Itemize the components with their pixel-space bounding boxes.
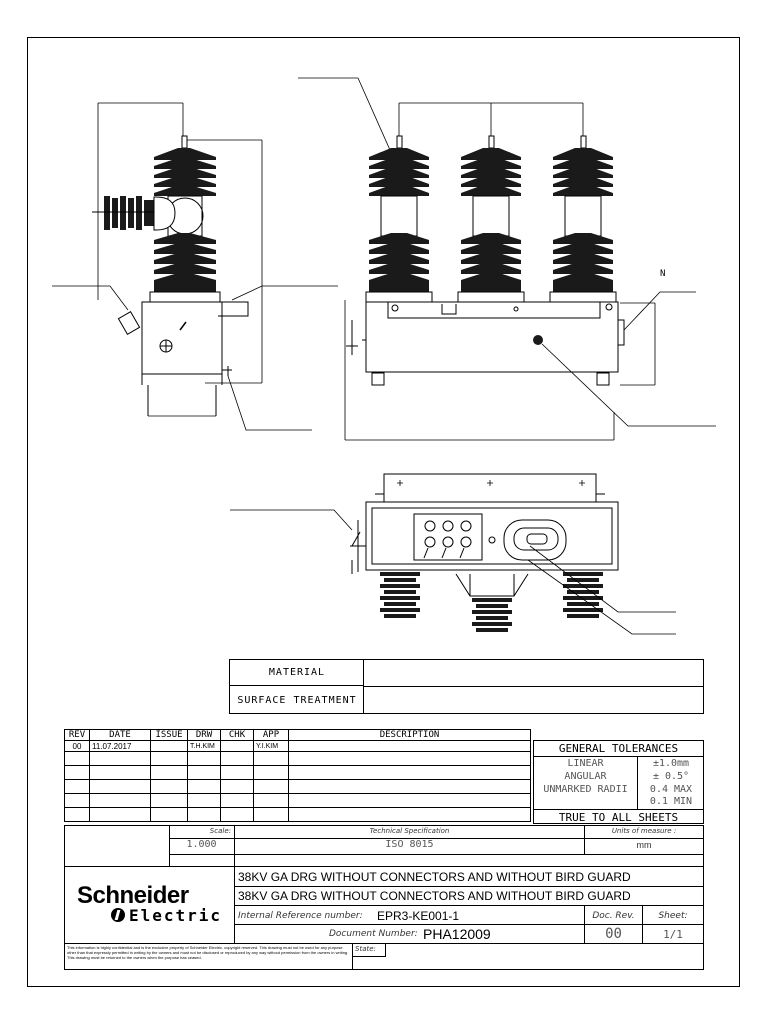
table-row (64, 779, 531, 794)
linear-label: LINEAR (567, 758, 604, 769)
rev-cell: 00 (64, 740, 90, 752)
table-row (64, 807, 531, 822)
angular-label: ANGULAR (564, 771, 607, 782)
doc-number-value: PHA12009 (423, 926, 491, 942)
radii-max-value: 0.4 MAX (649, 784, 693, 795)
title-block: Schneider Electric 38KV GA DRG WITHOUT C… (64, 866, 704, 970)
top-view (230, 473, 676, 635)
date-cell: 11.07.2017 (89, 740, 151, 752)
unmarked-radii-label: UNMARKED RADII (543, 784, 628, 795)
units-value: mm (636, 840, 652, 850)
specification-row: Scale: 1.000 Technical Specification ISO… (64, 825, 704, 867)
table-row (64, 765, 531, 780)
revision-table: REV DATE ISSUE DRW CHK APP DESCRIPTION 0… (64, 729, 531, 822)
title-line-2: 38KV GA DRG WITHOUT CONNECTORS AND WITHO… (238, 889, 631, 903)
description-cell (288, 740, 531, 752)
radii-min-value: 0.1 MIN (649, 796, 693, 807)
internal-ref-label: Internal Reference number: (238, 911, 363, 921)
drw-cell: T.H.KIM (187, 740, 221, 752)
scale-value: 1.000 (186, 839, 217, 850)
doc-number-label: Document Number: (329, 929, 418, 939)
side-view (52, 102, 338, 431)
app-cell: Y.I.KIM (253, 740, 289, 752)
drawing-sheet (27, 37, 740, 987)
doc-rev-value: 00 (605, 926, 622, 942)
confidentiality-notice: This information is highly confidential … (67, 945, 349, 960)
header-chk: CHK (220, 729, 254, 741)
tolerances-box: GENERAL TOLERANCES LINEAR ±1.0mm ANGULAR… (533, 740, 704, 824)
units-label: Units of measure : (611, 827, 677, 835)
header-issue: ISSUE (150, 729, 188, 741)
doc-rev-label: Doc. Rev. (592, 911, 635, 921)
material-label: MATERIAL (268, 667, 326, 678)
tolerances-title: GENERAL TOLERANCES (558, 742, 679, 755)
issue-cell (150, 740, 188, 752)
tech-spec-value: ISO 8015 (385, 839, 434, 850)
title-line-1: 38KV GA DRG WITHOUT CONNECTORS AND WITHO… (238, 870, 631, 884)
state-label: State: (355, 945, 376, 953)
material-table: MATERIAL SURFACE TREATMENT (229, 659, 704, 714)
surface-treatment-label: SURFACE TREATMENT (237, 695, 357, 706)
angular-value: ± 0.5° (652, 771, 690, 782)
scale-label: Scale: (209, 827, 231, 835)
header-app: APP (253, 729, 289, 741)
internal-ref-value: EPR3-KE001-1 (377, 909, 460, 923)
table-row (64, 793, 531, 808)
header-drw: DRW (187, 729, 221, 741)
true-to-all-sheets: TRUE TO ALL SHEETS (558, 811, 679, 824)
table-row: 00 11.07.2017 T.H.KIM Y.I.KIM (64, 740, 531, 752)
logo-electric: Electric (129, 906, 223, 925)
header-description: DESCRIPTION (288, 729, 531, 741)
logo: Schneider Electric (65, 867, 234, 943)
header-rev: REV (64, 729, 90, 741)
callout-n-label: N (660, 269, 666, 279)
front-view (298, 77, 716, 441)
sheet-value: 1/1 (663, 928, 683, 941)
header-date: DATE (89, 729, 151, 741)
chk-cell (220, 740, 254, 752)
table-row (64, 751, 531, 766)
linear-value: ±1.0mm (652, 758, 690, 769)
logo-mark-icon (111, 908, 125, 922)
logo-schneider: Schneider (77, 882, 189, 909)
tech-spec-label: Technical Specification (369, 827, 450, 835)
sheet-label: Sheet: (658, 911, 688, 921)
revision-header-row: REV DATE ISSUE DRW CHK APP DESCRIPTION (64, 729, 531, 741)
